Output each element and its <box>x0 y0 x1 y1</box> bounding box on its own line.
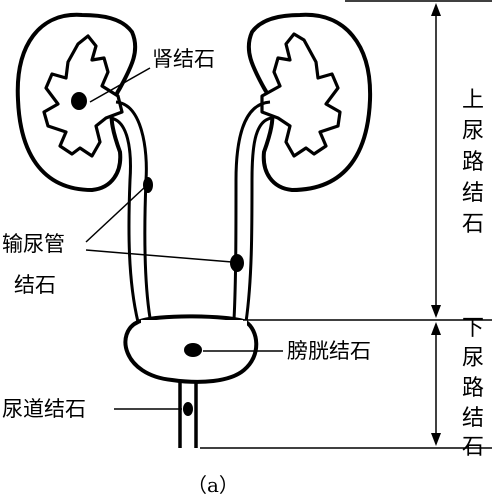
left-ureter-outer <box>109 116 140 323</box>
label-upper-tract: 上 尿 路 结 石 <box>462 88 484 237</box>
leader-kidney-stone <box>89 67 151 103</box>
upper-arrow-bottom <box>431 305 441 318</box>
label-kidney-stone: 肾结石 <box>152 47 215 71</box>
lower-tract-char: 路 <box>462 376 484 401</box>
lower-arrow-bottom <box>431 433 441 446</box>
label-urethra-stone: 尿道结石 <box>2 397 86 421</box>
upper-arrow-top <box>431 3 441 16</box>
figure-caption: （a） <box>187 473 239 497</box>
urethra-stone-mark <box>183 402 193 416</box>
lower-tract-char: 下 <box>462 316 484 341</box>
leader-ureter-upper <box>85 186 146 243</box>
lower-tract-char: 尿 <box>462 346 484 371</box>
lower-arrow-top <box>431 322 441 335</box>
right-renal-pelvis <box>260 32 342 158</box>
upper-tract-char: 石 <box>462 212 484 237</box>
lower-ureter-stone-mark <box>230 254 244 272</box>
right-ureter-inner <box>244 116 273 323</box>
label-ureter-stone-line1: 输尿管 <box>2 232 65 256</box>
bladder-mask <box>141 320 247 328</box>
label-ureter-stone-line2: 结石 <box>14 273 56 297</box>
right-ureter-outer <box>232 100 271 321</box>
label-bladder-stone: 膀胱结石 <box>287 339 371 363</box>
lower-tract-char: 结 <box>462 406 484 431</box>
upper-tract-char: 路 <box>462 150 484 175</box>
upper-tract-char: 尿 <box>462 119 484 144</box>
lower-tract-char: 石 <box>462 435 484 460</box>
upper-ureter-stone-mark <box>143 177 153 193</box>
upper-tract-char: 结 <box>462 181 484 206</box>
label-lower-tract: 下 尿 路 结 石 <box>462 316 484 460</box>
kidney-stone-mark <box>71 92 87 110</box>
upper-tract-char: 上 <box>462 88 484 113</box>
bladder-stone-mark <box>184 343 202 357</box>
leader-ureter-lower <box>85 249 233 263</box>
